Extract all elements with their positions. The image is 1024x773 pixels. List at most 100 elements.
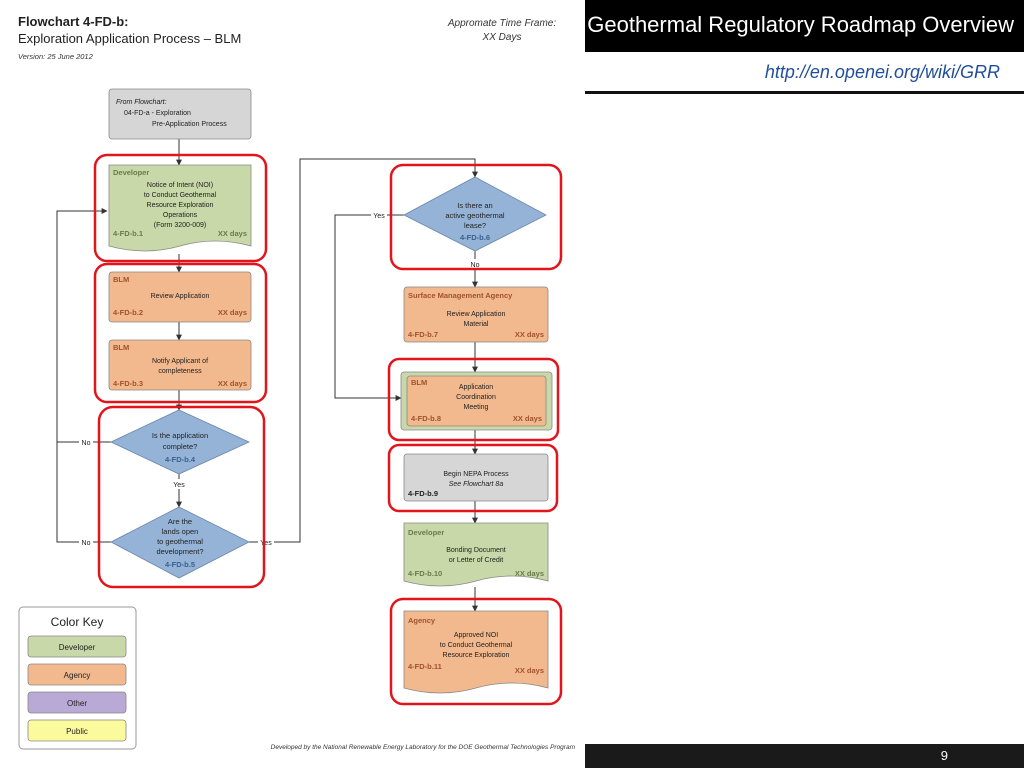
step-line: Approved NOI	[454, 632, 498, 639]
step-line: Review Application	[151, 293, 210, 300]
label-bg	[258, 537, 274, 547]
step-line: Bonding Document	[446, 547, 506, 554]
diamond-shape	[403, 176, 547, 252]
step-line: Review Application	[447, 311, 506, 318]
label-bg	[468, 259, 482, 269]
label-bg	[171, 479, 187, 489]
org-label: Developer	[113, 168, 149, 177]
step-line: Notify Applicant of	[152, 358, 208, 365]
decision-line: lands open	[162, 527, 199, 536]
decision-line: Is there an	[457, 201, 492, 210]
decision-id: 4-FD-b.5	[165, 560, 195, 569]
step-4-fd-b-1: Developer Notice of Intent (NOI) to Cond…	[108, 164, 252, 252]
step-line: Notice of Intent (NOI)	[147, 182, 213, 189]
no-label: No	[82, 440, 91, 447]
step-4-fd-b-3: BLM Notify Applicant of completeness 4-F…	[108, 339, 252, 391]
org-label: BLM	[411, 378, 427, 387]
step-id: 4-FD-b.8	[411, 414, 441, 423]
step-line: to Conduct Geothermal	[440, 642, 513, 649]
yes-label: Yes	[260, 540, 272, 547]
box-shape	[108, 271, 252, 323]
step-days: XX days	[218, 308, 247, 317]
yes-label: Yes	[173, 482, 185, 489]
step-id: 4-FD-b.11	[408, 662, 442, 671]
step-line: or Letter of Credit	[449, 557, 504, 564]
decision-line: to geothermal	[157, 537, 203, 546]
box-shape	[403, 610, 549, 694]
step-line: completeness	[158, 368, 202, 375]
box-shape	[108, 88, 252, 140]
org-label: Developer	[408, 528, 444, 537]
highlight-outline	[387, 357, 560, 442]
org-label: Agency	[408, 616, 436, 625]
step-id: 4-FD-b.9	[408, 489, 438, 498]
credit-line: Developed by the National Renewable Ener…	[271, 744, 576, 751]
highlight-outline	[93, 262, 268, 404]
step-4-fd-b-10: Developer Bonding Document or Letter of …	[403, 522, 549, 587]
step-line: See Flowchart 8a	[449, 481, 504, 488]
box-shape	[403, 453, 549, 502]
step-days: XX days	[218, 379, 247, 388]
step-id: 4-FD-b.1	[113, 229, 143, 238]
flowchart-panel: Flowchart 4-FD-b: Exploration Applicatio…	[18, 14, 576, 751]
key-swatch-developer	[27, 635, 127, 658]
step-4-fd-b-7: Surface Management Agency Review Applica…	[403, 286, 549, 343]
decision-line: Is the application	[152, 431, 208, 440]
label-bg	[79, 437, 93, 447]
decision-4-fd-b-6: Is there an active geothermal lease? 4-F…	[403, 176, 547, 252]
no-label: No	[82, 540, 91, 547]
step-line: Operations	[163, 212, 198, 219]
step-days: XX days	[515, 666, 544, 675]
key-swatch-agency	[27, 663, 127, 686]
key-label: Agency	[64, 671, 91, 680]
decision-line: development?	[156, 547, 203, 556]
label-bg	[371, 210, 387, 220]
step-4-fd-b-9: Begin NEPA Process See Flowchart 8a 4-FD…	[403, 453, 549, 502]
from-flowchart-box: From Flowchart: 04-FD-a - Exploration Pr…	[108, 88, 252, 140]
flowchart-svg: Flowchart 4-FD-b: Exploration Applicatio…	[18, 14, 576, 751]
step-line: to Conduct Geothermal	[144, 192, 217, 199]
label-bg	[79, 537, 93, 547]
slide-title: Geothermal Regulatory Roadmap Overview	[587, 12, 1014, 37]
step-line: Resource Exploration	[147, 202, 214, 209]
decision-4-fd-b-4: Is the application complete? 4-FD-b.4	[110, 409, 250, 475]
diamond-shape	[110, 506, 250, 579]
step-line: Application	[459, 384, 493, 391]
step-days: XX days	[218, 229, 247, 238]
color-key-title: Color Key	[51, 615, 104, 629]
decision-line: complete?	[163, 442, 198, 451]
step-days: XX days	[515, 569, 544, 578]
step-id: 4-FD-b.10	[408, 569, 442, 578]
decision-id: 4-FD-b.6	[460, 233, 490, 242]
org-label: BLM	[113, 275, 129, 284]
flowchart-version: Version: 25 June 2012	[18, 52, 94, 61]
from-line: From Flowchart:	[116, 99, 167, 106]
decision-id: 4-FD-b.4	[165, 455, 196, 464]
key-swatch-other	[27, 691, 127, 714]
timeframe-value: XX Days	[482, 32, 522, 43]
step-line: Begin NEPA Process	[443, 471, 509, 478]
step-days: XX days	[513, 414, 542, 423]
from-line: 04-FD-a - Exploration	[124, 110, 191, 117]
box-shape	[406, 375, 547, 427]
key-swatch-public	[27, 719, 127, 742]
decision-line: lease?	[464, 221, 486, 230]
box-shape	[403, 286, 549, 343]
step-id: 4-FD-b.7	[408, 330, 438, 339]
box-shape	[108, 339, 252, 391]
flowchart-subtitle: Exploration Application Process – BLM	[18, 31, 241, 46]
highlight-outlines	[93, 153, 563, 706]
highlight-outline	[389, 163, 563, 271]
key-label: Developer	[59, 643, 96, 652]
source-url-link[interactable]: http://en.openei.org/wiki/GRR	[764, 62, 1000, 82]
header-divider	[560, 91, 1024, 94]
step-line: Coordination	[456, 394, 496, 401]
decision-line: Are the	[168, 517, 192, 526]
step-4-fd-b-8: BLM Application Coordination Meeting 4-F…	[400, 371, 553, 431]
color-key: Color Key Developer Agency Other Public	[18, 606, 137, 750]
key-label: Other	[67, 699, 87, 708]
page-number: 9	[940, 748, 948, 763]
step-line: Material	[464, 321, 489, 328]
org-label: BLM	[113, 343, 129, 352]
highlight-outline	[93, 153, 268, 263]
